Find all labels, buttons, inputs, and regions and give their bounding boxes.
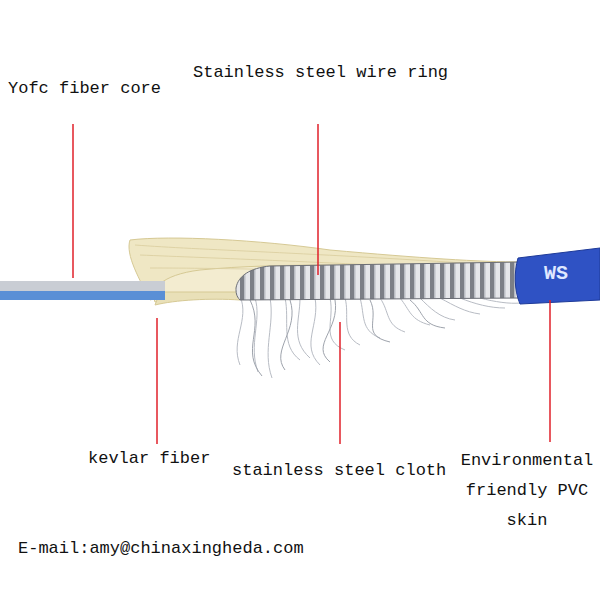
contact-note: E-mail:amy@chinaxingheda.com — [18, 538, 418, 560]
steel-spiral — [236, 262, 522, 300]
part-label: Stainless steel wire ring — [193, 62, 463, 84]
part-label: Environmental friendly PVC skin — [458, 446, 596, 536]
print-marking: WS — [544, 263, 594, 285]
pvc-jacket — [515, 248, 600, 304]
fiber-core — [0, 281, 165, 291]
leader-lines — [73, 124, 550, 444]
part-label: kevlar fiber — [88, 448, 228, 470]
steel-cloth — [237, 296, 520, 378]
part-label: Yofc fiber core — [8, 78, 208, 100]
fiber-core-stripe — [0, 291, 165, 300]
part-label: stainless steel cloth — [232, 460, 462, 482]
kevlar-fibres — [129, 238, 522, 305]
